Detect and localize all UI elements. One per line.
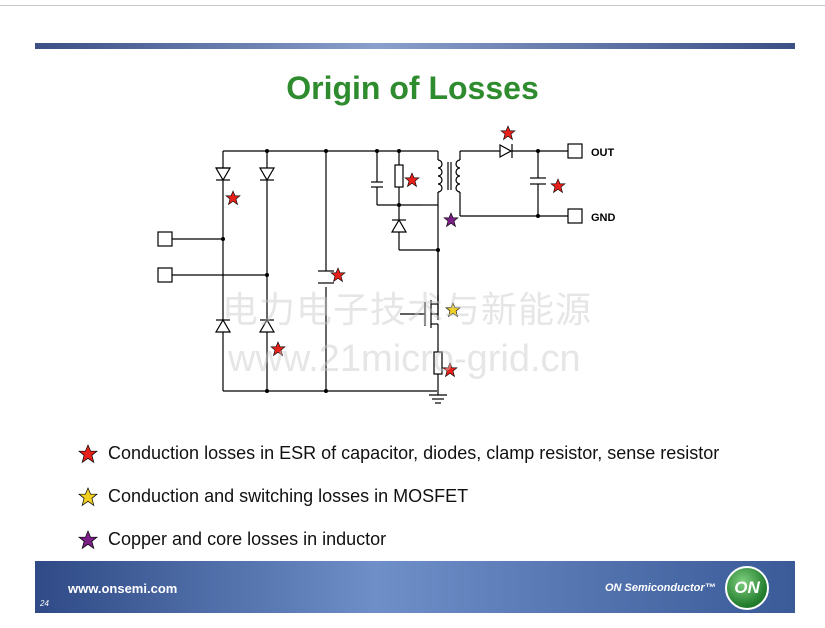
primary-winding	[437, 159, 443, 193]
legend-text: Conduction and switching losses in MOSFE…	[108, 486, 469, 506]
out-label: OUT	[591, 147, 615, 159]
top-border	[0, 0, 825, 6]
watermark-url: www.21micro-grid.cn	[228, 338, 581, 380]
clamp-diode	[390, 218, 408, 233]
bridge-diode-4	[258, 318, 276, 333]
legend-item-inductor: Copper and core losses in inductor	[78, 518, 719, 561]
star-output-diode	[500, 125, 516, 141]
gnd-label: GND	[591, 212, 616, 224]
brand-name: ON Semiconductor™	[605, 582, 716, 594]
legend-text: Copper and core losses in inductor	[108, 529, 387, 549]
star-inductor	[443, 212, 459, 228]
circuit-diagram: OUT GND	[157, 125, 616, 404]
slide-title: Origin of Losses	[286, 70, 539, 106]
star-output-capacitor	[550, 178, 566, 194]
red-star-icon	[78, 443, 98, 463]
star-bridge-diode	[225, 190, 241, 206]
star-mosfet	[445, 302, 461, 318]
bridge-diode-3	[214, 318, 232, 333]
on-logo: ON	[725, 566, 769, 610]
bridge-diode-2	[258, 167, 276, 182]
star-sense-resistor	[442, 362, 458, 378]
yellow-star-icon	[78, 486, 98, 506]
secondary-winding	[455, 159, 461, 193]
purple-star-icon	[78, 529, 98, 549]
header-bar	[35, 43, 795, 49]
watermark-chinese: 电力电子技术与新能源	[222, 290, 593, 331]
star-bridge-diode-low	[270, 341, 286, 357]
clamp-resistor	[394, 164, 404, 188]
legend-text: Conduction losses in ESR of capacitor, d…	[108, 443, 720, 463]
footer-url: www.onsemi.com	[68, 581, 178, 596]
page-number: 24	[40, 599, 49, 608]
loss-legend: Conduction losses in ESR of capacitor, d…	[78, 432, 719, 561]
output-diode	[499, 143, 513, 159]
out-terminal	[567, 143, 583, 159]
star-bulk-capacitor	[330, 267, 346, 283]
gnd-terminal	[567, 208, 583, 224]
footer-bar: www.onsemi.com 24 ON Semiconductor™ ON	[35, 561, 795, 613]
legend-item-mosfet: Conduction and switching losses in MOSFE…	[78, 475, 719, 518]
input-terminal-1	[157, 231, 173, 247]
bridge-diode-1	[214, 167, 232, 182]
star-clamp-resistor	[404, 172, 420, 188]
input-terminal-2	[157, 267, 173, 283]
logo-text: ON	[734, 578, 760, 597]
legend-item-conduction: Conduction losses in ESR of capacitor, d…	[78, 432, 719, 475]
